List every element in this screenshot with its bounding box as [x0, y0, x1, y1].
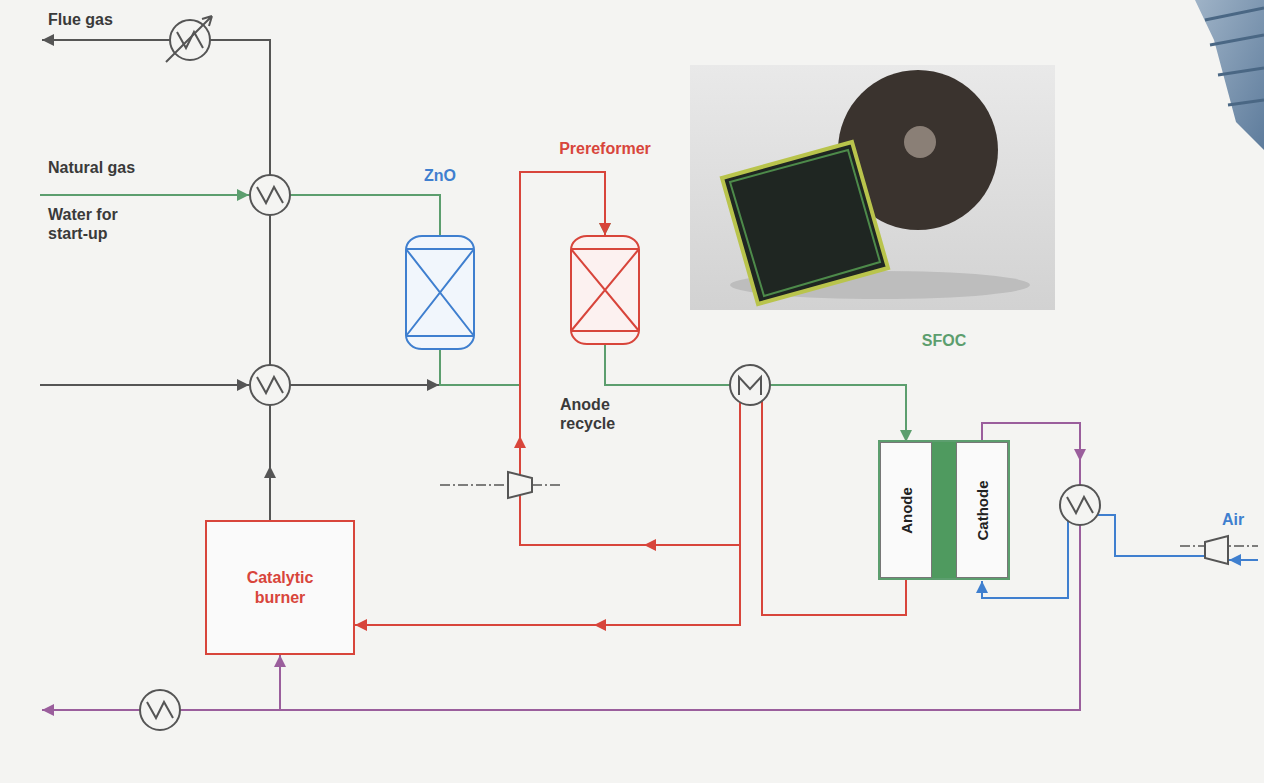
housing-ribs [1205, 8, 1264, 105]
unit-name: Catalytic burner [230, 568, 330, 608]
vessel-outline [405, 235, 475, 350]
air-compressor [1205, 536, 1228, 564]
flow-arrow [594, 619, 606, 631]
exchanger-shell [170, 20, 210, 60]
desulphuriser-vessel: ZnO [405, 235, 475, 350]
vessel-shell [571, 236, 639, 344]
stream-label: Natural gas [48, 158, 135, 177]
cell-edge [730, 150, 880, 296]
process-stream [605, 345, 906, 442]
process-stream [280, 423, 1080, 710]
compressor-shaft [440, 484, 560, 486]
vessel-outline [570, 235, 640, 345]
vessel-shell [406, 236, 474, 349]
catalyst-bed [406, 249, 474, 336]
cathode-box: Cathode [956, 442, 1008, 578]
catalyst-bed [571, 249, 639, 331]
prereformer-vessel: Prereformer [570, 235, 640, 345]
flow-arrow [644, 539, 656, 551]
flue-gas-line [42, 40, 270, 520]
stream-label: Air [1222, 510, 1244, 529]
air-line [1095, 515, 1205, 556]
trim-cooler [166, 16, 212, 62]
flow-arrow [514, 436, 526, 448]
trim-cooler [140, 690, 180, 730]
exchanger-coil [147, 702, 173, 718]
heat-exchanger [250, 365, 290, 405]
exchanger-shell [250, 175, 290, 215]
electrode-label: Anode [897, 487, 914, 534]
heat-exchanger [250, 175, 290, 215]
square-cell [722, 142, 888, 304]
stack-housing [1195, 0, 1264, 150]
electrode-label: Cathode [974, 480, 991, 540]
stream-label: Flue gas [48, 10, 113, 29]
exchanger-shell [1060, 485, 1100, 525]
flow-arrow [264, 466, 276, 478]
heat-exchanger [1060, 485, 1100, 525]
flow-arrow [1074, 449, 1086, 461]
unit-label: Prereformer [559, 140, 651, 158]
exchanger-coil [257, 377, 283, 393]
stream-label: Anode recycle [560, 395, 655, 433]
unit-label: SFOC [922, 332, 966, 350]
exchanger-shell [140, 690, 180, 730]
exchanger-coil [257, 187, 283, 203]
water-line [290, 384, 439, 386]
recycle-blower [508, 472, 532, 498]
exchanger-coil [177, 32, 203, 48]
exchanger-coil [739, 377, 761, 395]
natural-gas-line [40, 194, 249, 196]
fuel-cell-stack: AnodeCathodeSFOC [878, 440, 1010, 580]
process-stream [355, 392, 906, 625]
stream-label: Water for start-up [48, 205, 148, 243]
control-arrow [166, 16, 212, 62]
disc-centre [904, 126, 936, 158]
burner-box: Catalytic burner [205, 520, 355, 655]
electrolyte-band [932, 442, 956, 578]
natural-gas-line [290, 195, 440, 235]
exchanger-shell [250, 365, 290, 405]
water-line [40, 384, 249, 386]
unit-label: ZnO [424, 167, 456, 185]
air-line [1229, 559, 1258, 561]
photo-inset [690, 65, 1055, 310]
exchanger-coil [1067, 497, 1093, 513]
exchanger-shell [730, 365, 770, 405]
heat-exchanger [730, 365, 770, 405]
anode-box: Anode [880, 442, 932, 578]
